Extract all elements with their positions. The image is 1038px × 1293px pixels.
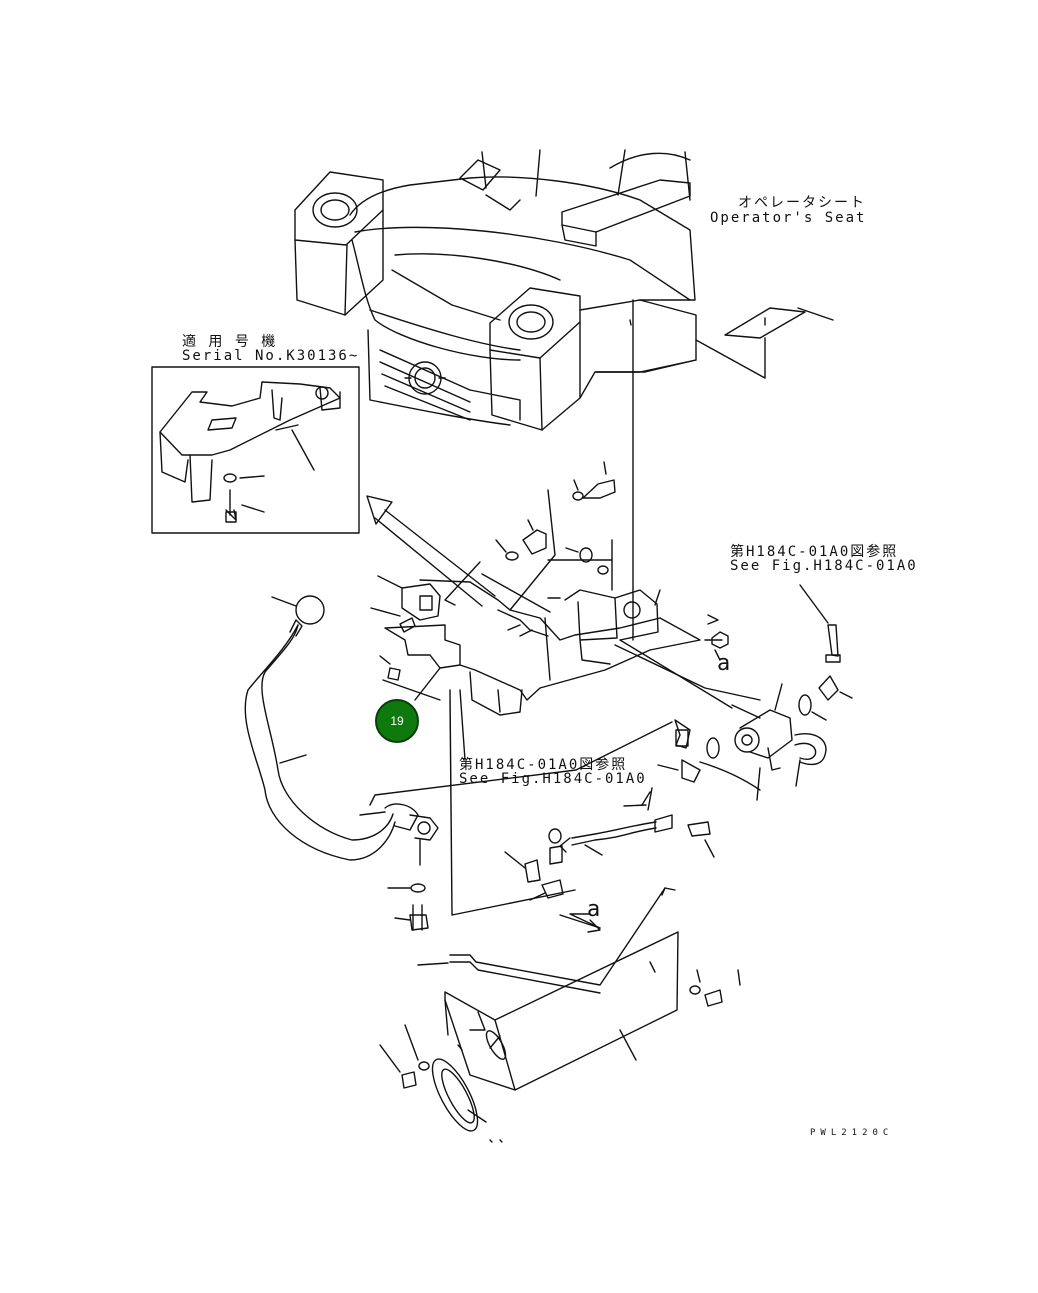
bolts-upper (495, 461, 616, 575)
seat-label-jp: オペレータシート (738, 195, 866, 211)
right-fittings (614, 584, 853, 801)
leader-lines (369, 679, 613, 806)
center-bracket (419, 489, 701, 716)
seat-plate (632, 299, 834, 641)
seat-label-en: Operator's Seat (710, 210, 867, 226)
part-callout-19[interactable]: 19 (375, 699, 419, 743)
lower-cover (379, 887, 741, 1143)
clip-parts (370, 575, 576, 916)
serial-label-en: Serial No.K30136~ (182, 348, 360, 364)
reference-label-right-jp: 第H184C-01A0図参照 (730, 544, 899, 560)
tube-fittings (504, 719, 761, 901)
reference-label-center-jp: 第H184C-01A0図参照 (459, 757, 628, 773)
view-a-marker-upper: a (717, 651, 731, 676)
serial-inset (151, 366, 360, 534)
reference-label-center-en: See Fig.H184C-01A0 (459, 771, 647, 787)
drawing-code: PWL2120C (810, 1128, 894, 1138)
detail-arrow (366, 495, 496, 607)
reference-label-right-en: See Fig.H184C-01A0 (730, 558, 918, 574)
hose-assembly (244, 595, 439, 931)
serial-label-jp: 適 用 号 機 (182, 334, 278, 350)
operator-seat (294, 149, 697, 431)
view-a-marker-lower: a (587, 897, 601, 922)
